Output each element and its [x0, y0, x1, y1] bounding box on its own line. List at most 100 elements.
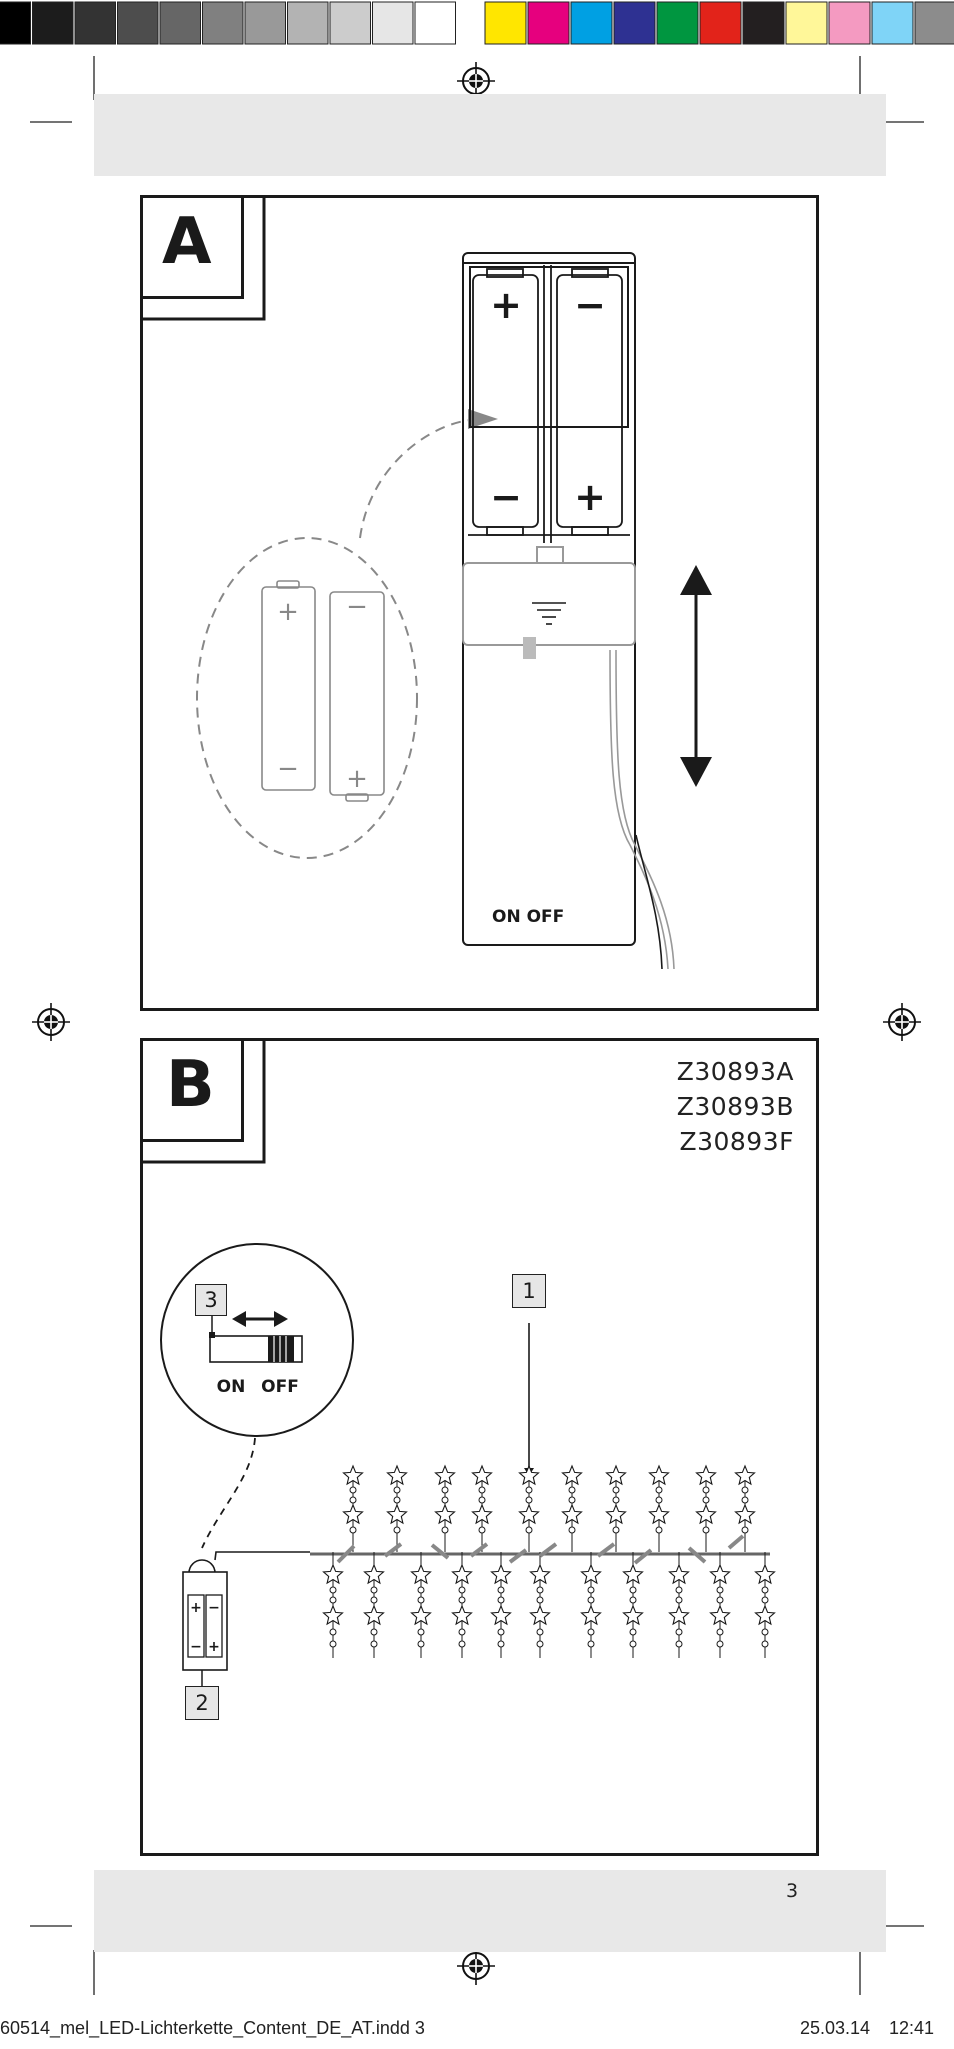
color-swatch	[742, 1, 785, 45]
star-light	[434, 1464, 456, 1486]
switch-label: ON OFF	[492, 907, 564, 927]
color-swatch	[785, 1, 828, 45]
star-light	[622, 1604, 644, 1626]
strand-bead	[370, 1640, 378, 1648]
color-swatch	[871, 1, 914, 45]
star-light	[342, 1464, 364, 1486]
star-light	[622, 1563, 644, 1585]
box-battery-right-plus: +	[574, 475, 606, 519]
star-light	[695, 1464, 717, 1486]
loose-battery-left-minus: −	[277, 754, 299, 784]
lead-wire	[214, 1551, 310, 1561]
loose-battery-left-plus: +	[277, 597, 299, 627]
color-swatch	[699, 1, 742, 45]
strand-bead	[655, 1496, 663, 1504]
insert-arrow-head	[468, 409, 498, 429]
footer-file-name: 60514_mel_LED-Lichterkette_Content_DE_AT…	[0, 2018, 425, 2038]
figure-b-tab	[140, 1038, 244, 1142]
color-swatch	[914, 1, 954, 45]
strand-bead	[536, 1586, 544, 1594]
strand-bead	[675, 1586, 683, 1594]
color-swatch	[527, 1, 570, 45]
footer-time: 12:41	[889, 2018, 935, 2038]
color-swatch	[570, 1, 613, 45]
figure-b-letter: B	[166, 1048, 215, 1122]
star-light	[363, 1563, 385, 1585]
strand-bead	[612, 1486, 620, 1494]
strand-wire	[687, 1546, 707, 1564]
strand-bead	[417, 1596, 425, 1604]
star-light	[322, 1563, 344, 1585]
strand-bead	[536, 1628, 544, 1636]
figure-a-tab	[140, 195, 244, 299]
strand-bead	[417, 1586, 425, 1594]
star-light	[580, 1563, 602, 1585]
star-light	[648, 1503, 670, 1525]
strand-bead	[675, 1596, 683, 1604]
strand-bead	[741, 1526, 749, 1534]
gray-swatch	[117, 1, 159, 45]
dashed-pointer-path	[359, 419, 471, 539]
star-light	[668, 1604, 690, 1626]
star-light	[342, 1503, 364, 1525]
page-number: 3	[786, 1880, 799, 1902]
strand-bead	[393, 1496, 401, 1504]
star-light	[709, 1604, 731, 1626]
gray-swatch	[329, 1, 371, 45]
strand-bead	[702, 1526, 710, 1534]
strand-wire	[596, 1542, 616, 1558]
strand-bead	[587, 1628, 595, 1636]
strand-bead	[478, 1486, 486, 1494]
star-light	[529, 1604, 551, 1626]
callout-3: 3	[195, 1284, 227, 1316]
strand-bead	[458, 1640, 466, 1648]
switch-off-label: OFF	[261, 1377, 299, 1397]
strand-wire	[430, 1543, 450, 1560]
grayscale-swatches	[0, 1, 456, 45]
battery-detail-ellipse	[196, 537, 418, 859]
color-swatch	[828, 1, 871, 45]
strand-bead	[441, 1526, 449, 1534]
star-light	[648, 1464, 670, 1486]
strand-wire	[336, 1544, 356, 1564]
strand-bead	[525, 1486, 533, 1494]
strand-bead	[497, 1586, 505, 1594]
strand-bead	[629, 1586, 637, 1594]
star-light	[561, 1503, 583, 1525]
strand-bead	[370, 1586, 378, 1594]
star-light	[434, 1503, 456, 1525]
strand-bead	[349, 1526, 357, 1534]
strand-bead	[568, 1496, 576, 1504]
registration-mark-right	[883, 1003, 921, 1041]
box-battery-right-minus: −	[574, 283, 606, 327]
strand-bead	[761, 1596, 769, 1604]
strand-bead	[478, 1496, 486, 1504]
strand-bead	[716, 1596, 724, 1604]
gray-swatch	[414, 1, 456, 45]
strand-bead	[417, 1628, 425, 1636]
strand-bead	[568, 1486, 576, 1494]
star-light	[410, 1604, 432, 1626]
strand-wire	[633, 1548, 653, 1565]
strand-wire	[727, 1534, 745, 1550]
star-light	[668, 1563, 690, 1585]
star-light	[754, 1604, 776, 1626]
strand-bead	[702, 1496, 710, 1504]
strand-bead	[329, 1596, 337, 1604]
box-battery-left-minus: −	[490, 475, 522, 519]
star-light	[410, 1563, 432, 1585]
strand-bead	[761, 1628, 769, 1636]
callout-2: 2	[185, 1686, 219, 1720]
loose-battery-left	[261, 580, 316, 791]
strand-bead	[536, 1640, 544, 1648]
figure-a-letter: A	[162, 205, 212, 279]
strand-bead	[716, 1586, 724, 1594]
strand-bead	[536, 1596, 544, 1604]
strand-bead	[497, 1640, 505, 1648]
strand-bead	[393, 1526, 401, 1534]
strand-bead	[587, 1596, 595, 1604]
star-light	[490, 1563, 512, 1585]
star-light	[695, 1503, 717, 1525]
footer-date: 25.03.14	[800, 2018, 871, 2038]
